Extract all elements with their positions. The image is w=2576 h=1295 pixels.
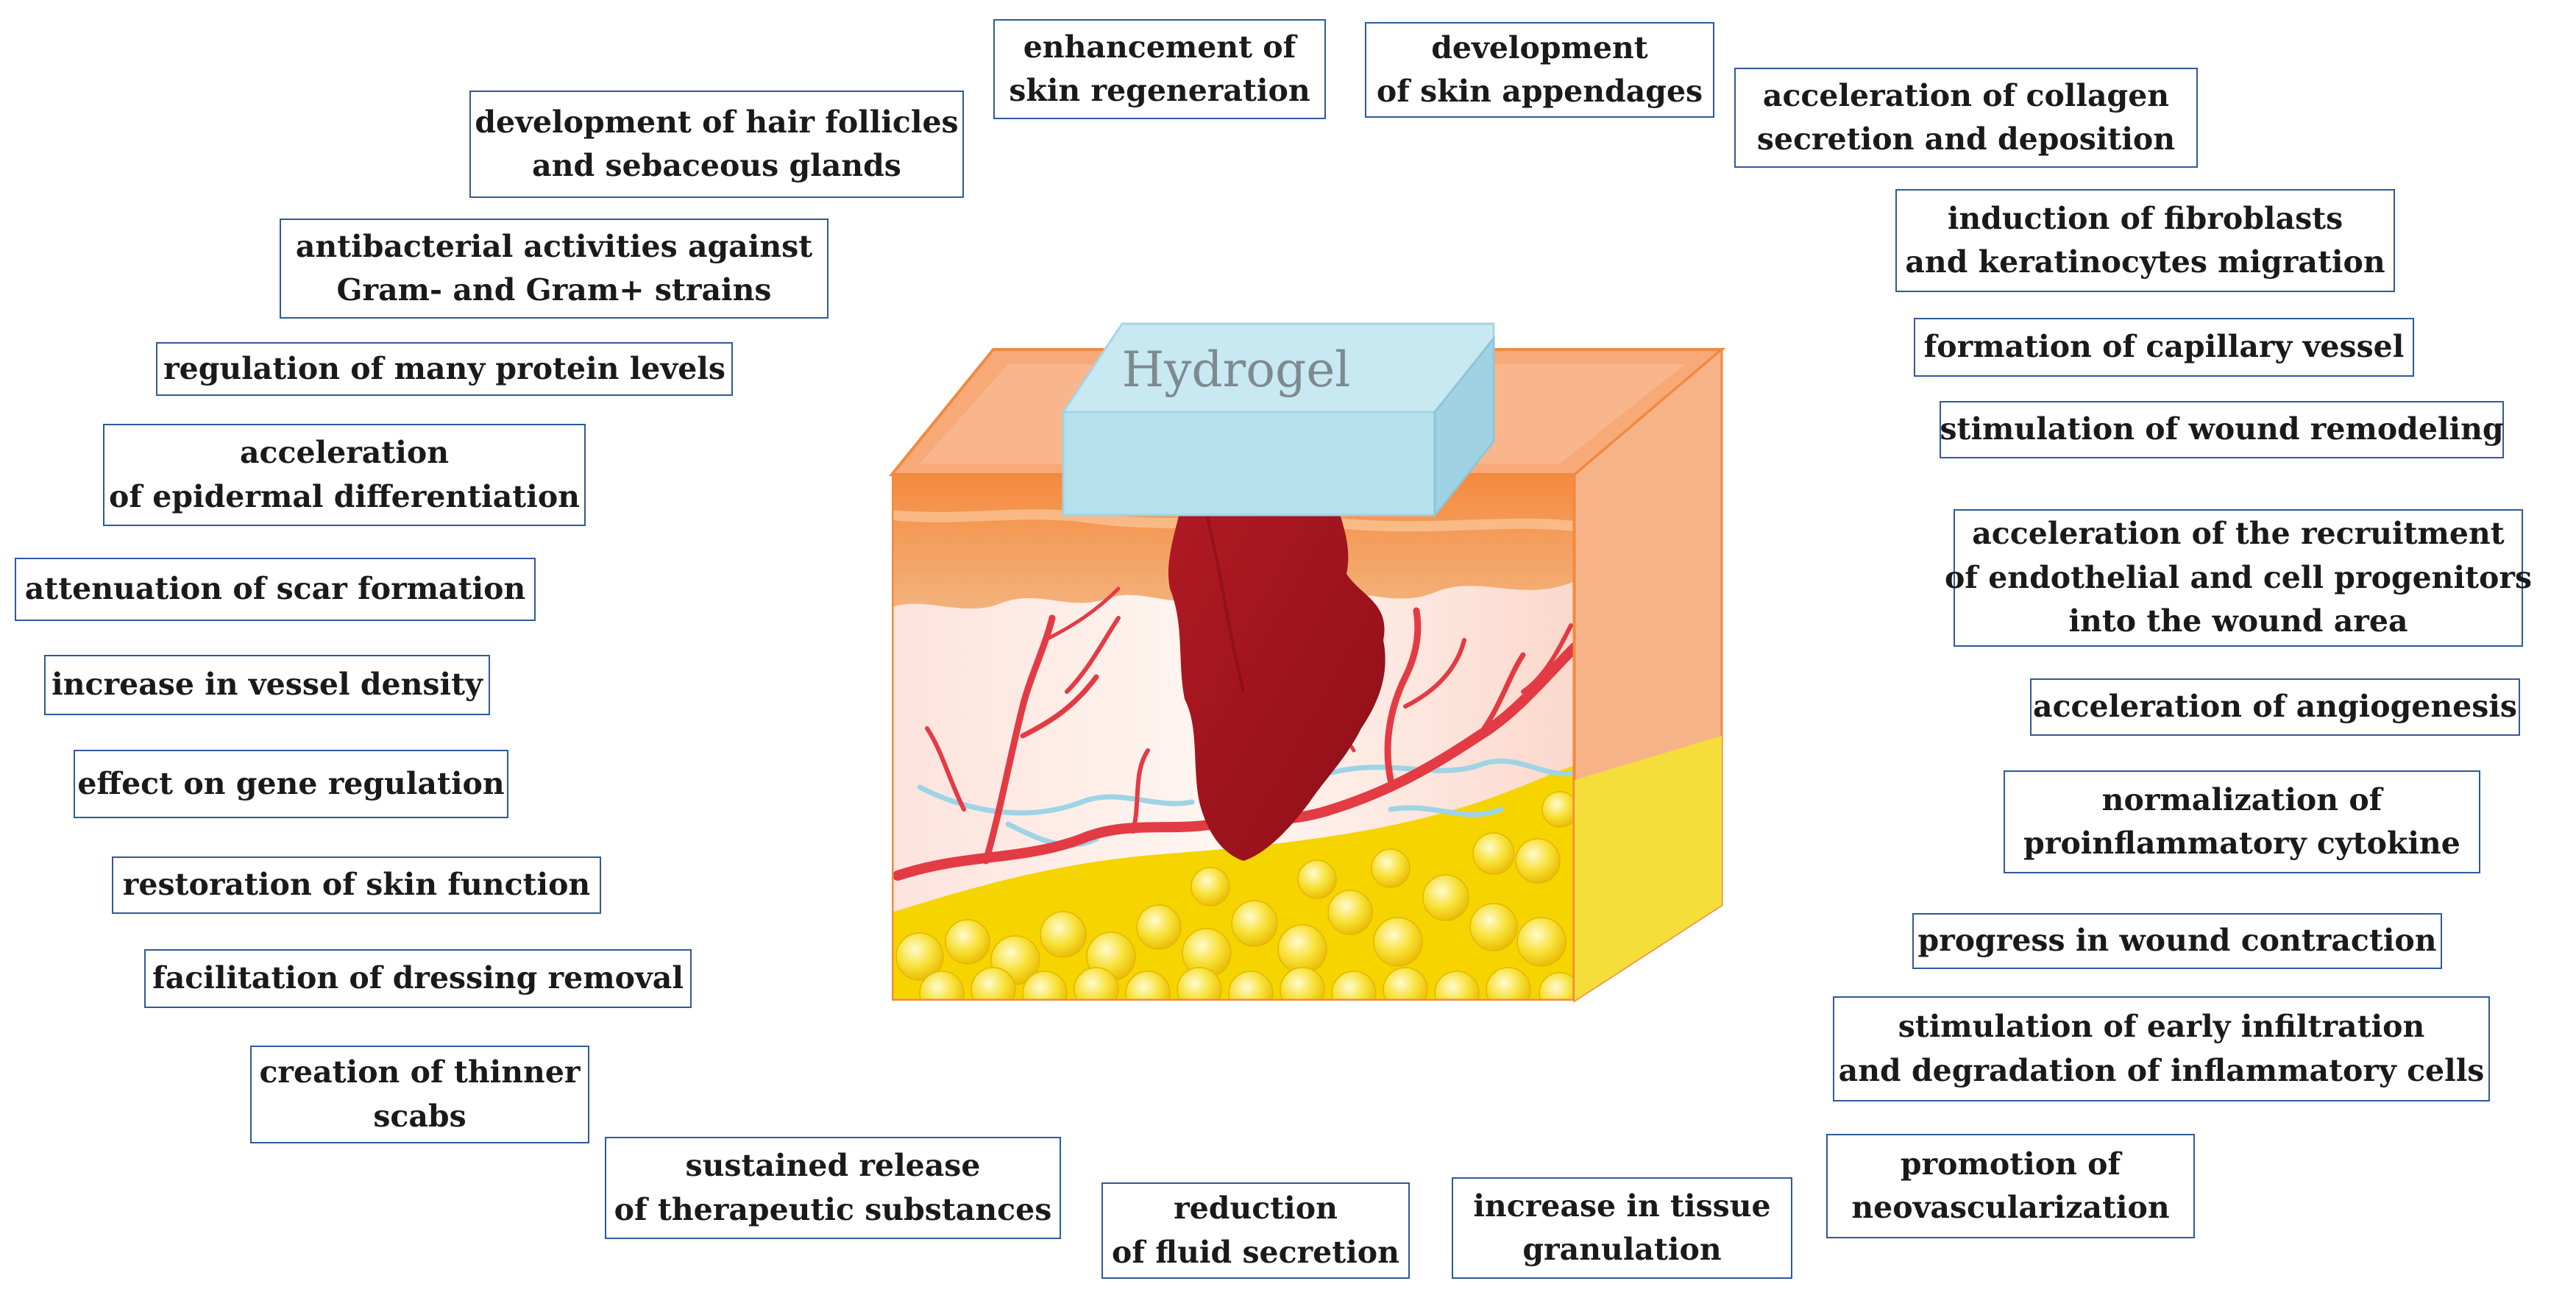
label-wound-remodeling: stimulation of wound remodeling	[1940, 401, 2504, 458]
label-fibroblasts: induction of fibroblasts and keratinocyt…	[1895, 189, 2395, 292]
label-line: induction of fibroblasts	[1947, 200, 2343, 236]
label-protein-levels: regulation of many protein levels	[156, 342, 733, 396]
label-granulation: increase in tissue granulation	[1452, 1177, 1792, 1279]
label-line: increase in tissue	[1473, 1188, 1771, 1224]
label-line: effect on gene regulation	[77, 765, 505, 801]
label-line: of fluid secretion	[1112, 1234, 1399, 1270]
label-line: acceleration of the recruitment	[1972, 516, 2505, 552]
label-line: antibacterial activities against	[295, 228, 813, 264]
wound-area	[1168, 475, 1385, 861]
label-skin-function: restoration of skin function	[112, 856, 601, 914]
fat-cells	[895, 791, 1575, 1001]
label-epidermal: acceleration of epidermal differentiatio…	[103, 424, 586, 526]
label-scar: attenuation of scar formation	[15, 558, 536, 621]
label-hair-follicles: development of hair follicles and sebace…	[469, 91, 964, 198]
label-line: proinflammatory cytokine	[2023, 826, 2460, 861]
label-line: acceleration of collagen	[1762, 77, 2170, 113]
label-line: promotion of	[1900, 1146, 2121, 1182]
label-line: formation of capillary vessel	[1923, 329, 2405, 365]
label-skin-regeneration: enhancement of skin regeneration	[993, 19, 1326, 119]
label-line: and sebaceous glands	[532, 148, 901, 183]
label-line: stimulation of wound remodeling	[1940, 411, 2504, 447]
label-thinner-scabs: creation of thinner scabs	[250, 1046, 589, 1143]
skin-wound-illustration: Hydrogel	[888, 322, 1726, 1003]
label-line: and degradation of inflammatory cells	[1838, 1052, 2485, 1088]
label-line: acceleration	[239, 435, 450, 471]
label-line: development of hair follicles	[475, 104, 959, 140]
label-line: attenuation of scar formation	[24, 571, 526, 607]
label-dressing-removal: facilitation of dressing removal	[144, 949, 692, 1008]
label-wound-contraction: progress in wound contraction	[1912, 913, 2442, 969]
label-recruitment: acceleration of the recruitment of endot…	[1945, 509, 2532, 647]
label-capillary: formation of capillary vessel	[1914, 318, 2414, 377]
label-line: neovascularization	[1851, 1190, 2170, 1225]
label-line: into the wound area	[2068, 603, 2408, 639]
label-sustained-release: sustained release of therapeutic substan…	[605, 1137, 1061, 1239]
label-collagen: acceleration of collagen secretion and d…	[1734, 68, 2198, 168]
label-line: skin regeneration	[1009, 73, 1310, 108]
label-line: creation of thinner	[259, 1054, 581, 1090]
label-line: scabs	[373, 1098, 466, 1134]
label-line: of skin appendages	[1376, 74, 1703, 109]
label-line: Gram- and Gram+ strains	[336, 272, 772, 308]
label-line: of endothelial and cell progenitors	[1944, 559, 2533, 595]
label-line: of therapeutic substances	[614, 1191, 1052, 1227]
label-line: reduction	[1174, 1191, 1338, 1227]
label-line: stimulation of early infiltration	[1898, 1009, 2425, 1045]
label-line: development	[1431, 29, 1648, 65]
label-line: restoration of skin function	[122, 867, 591, 903]
label-cytokine: normalization of proinflammatory cytokin…	[2004, 770, 2480, 873]
label-gene-regulation: effect on gene regulation	[74, 750, 508, 818]
label-line: secretion and deposition	[1756, 121, 2176, 157]
hydrogel-label: Hydrogel	[1122, 341, 1351, 398]
hydrogel-side	[1433, 335, 1495, 519]
label-line: increase in vessel density	[52, 667, 483, 703]
label-line: progress in wound contraction	[1917, 923, 2437, 959]
label-line: and keratinocytes migration	[1905, 244, 2385, 280]
label-skin-appendages: development of skin appendages	[1365, 22, 1714, 118]
label-vessel-density: increase in vessel density	[44, 655, 490, 715]
label-line: granulation	[1522, 1232, 1722, 1267]
label-line: acceleration of angiogenesis	[2033, 689, 2517, 725]
label-line: facilitation of dressing removal	[152, 960, 684, 996]
label-angiogenesis: acceleration of angiogenesis	[2030, 678, 2520, 736]
label-antibacterial: antibacterial activities against Gram- a…	[280, 219, 828, 319]
label-line: enhancement of	[1023, 29, 1296, 65]
label-line: of epidermal differentiation	[109, 478, 580, 514]
label-line: sustained release	[685, 1148, 981, 1184]
label-line: normalization of	[2101, 781, 2382, 817]
label-neovascularization: promotion of neovascularization	[1826, 1134, 2195, 1238]
label-line: regulation of many protein levels	[163, 350, 725, 386]
label-infiltration: stimulation of early infiltration and de…	[1833, 996, 2490, 1101]
hydrogel-front	[1062, 411, 1436, 517]
label-fluid-secretion: reduction of fluid secretion	[1101, 1182, 1410, 1279]
